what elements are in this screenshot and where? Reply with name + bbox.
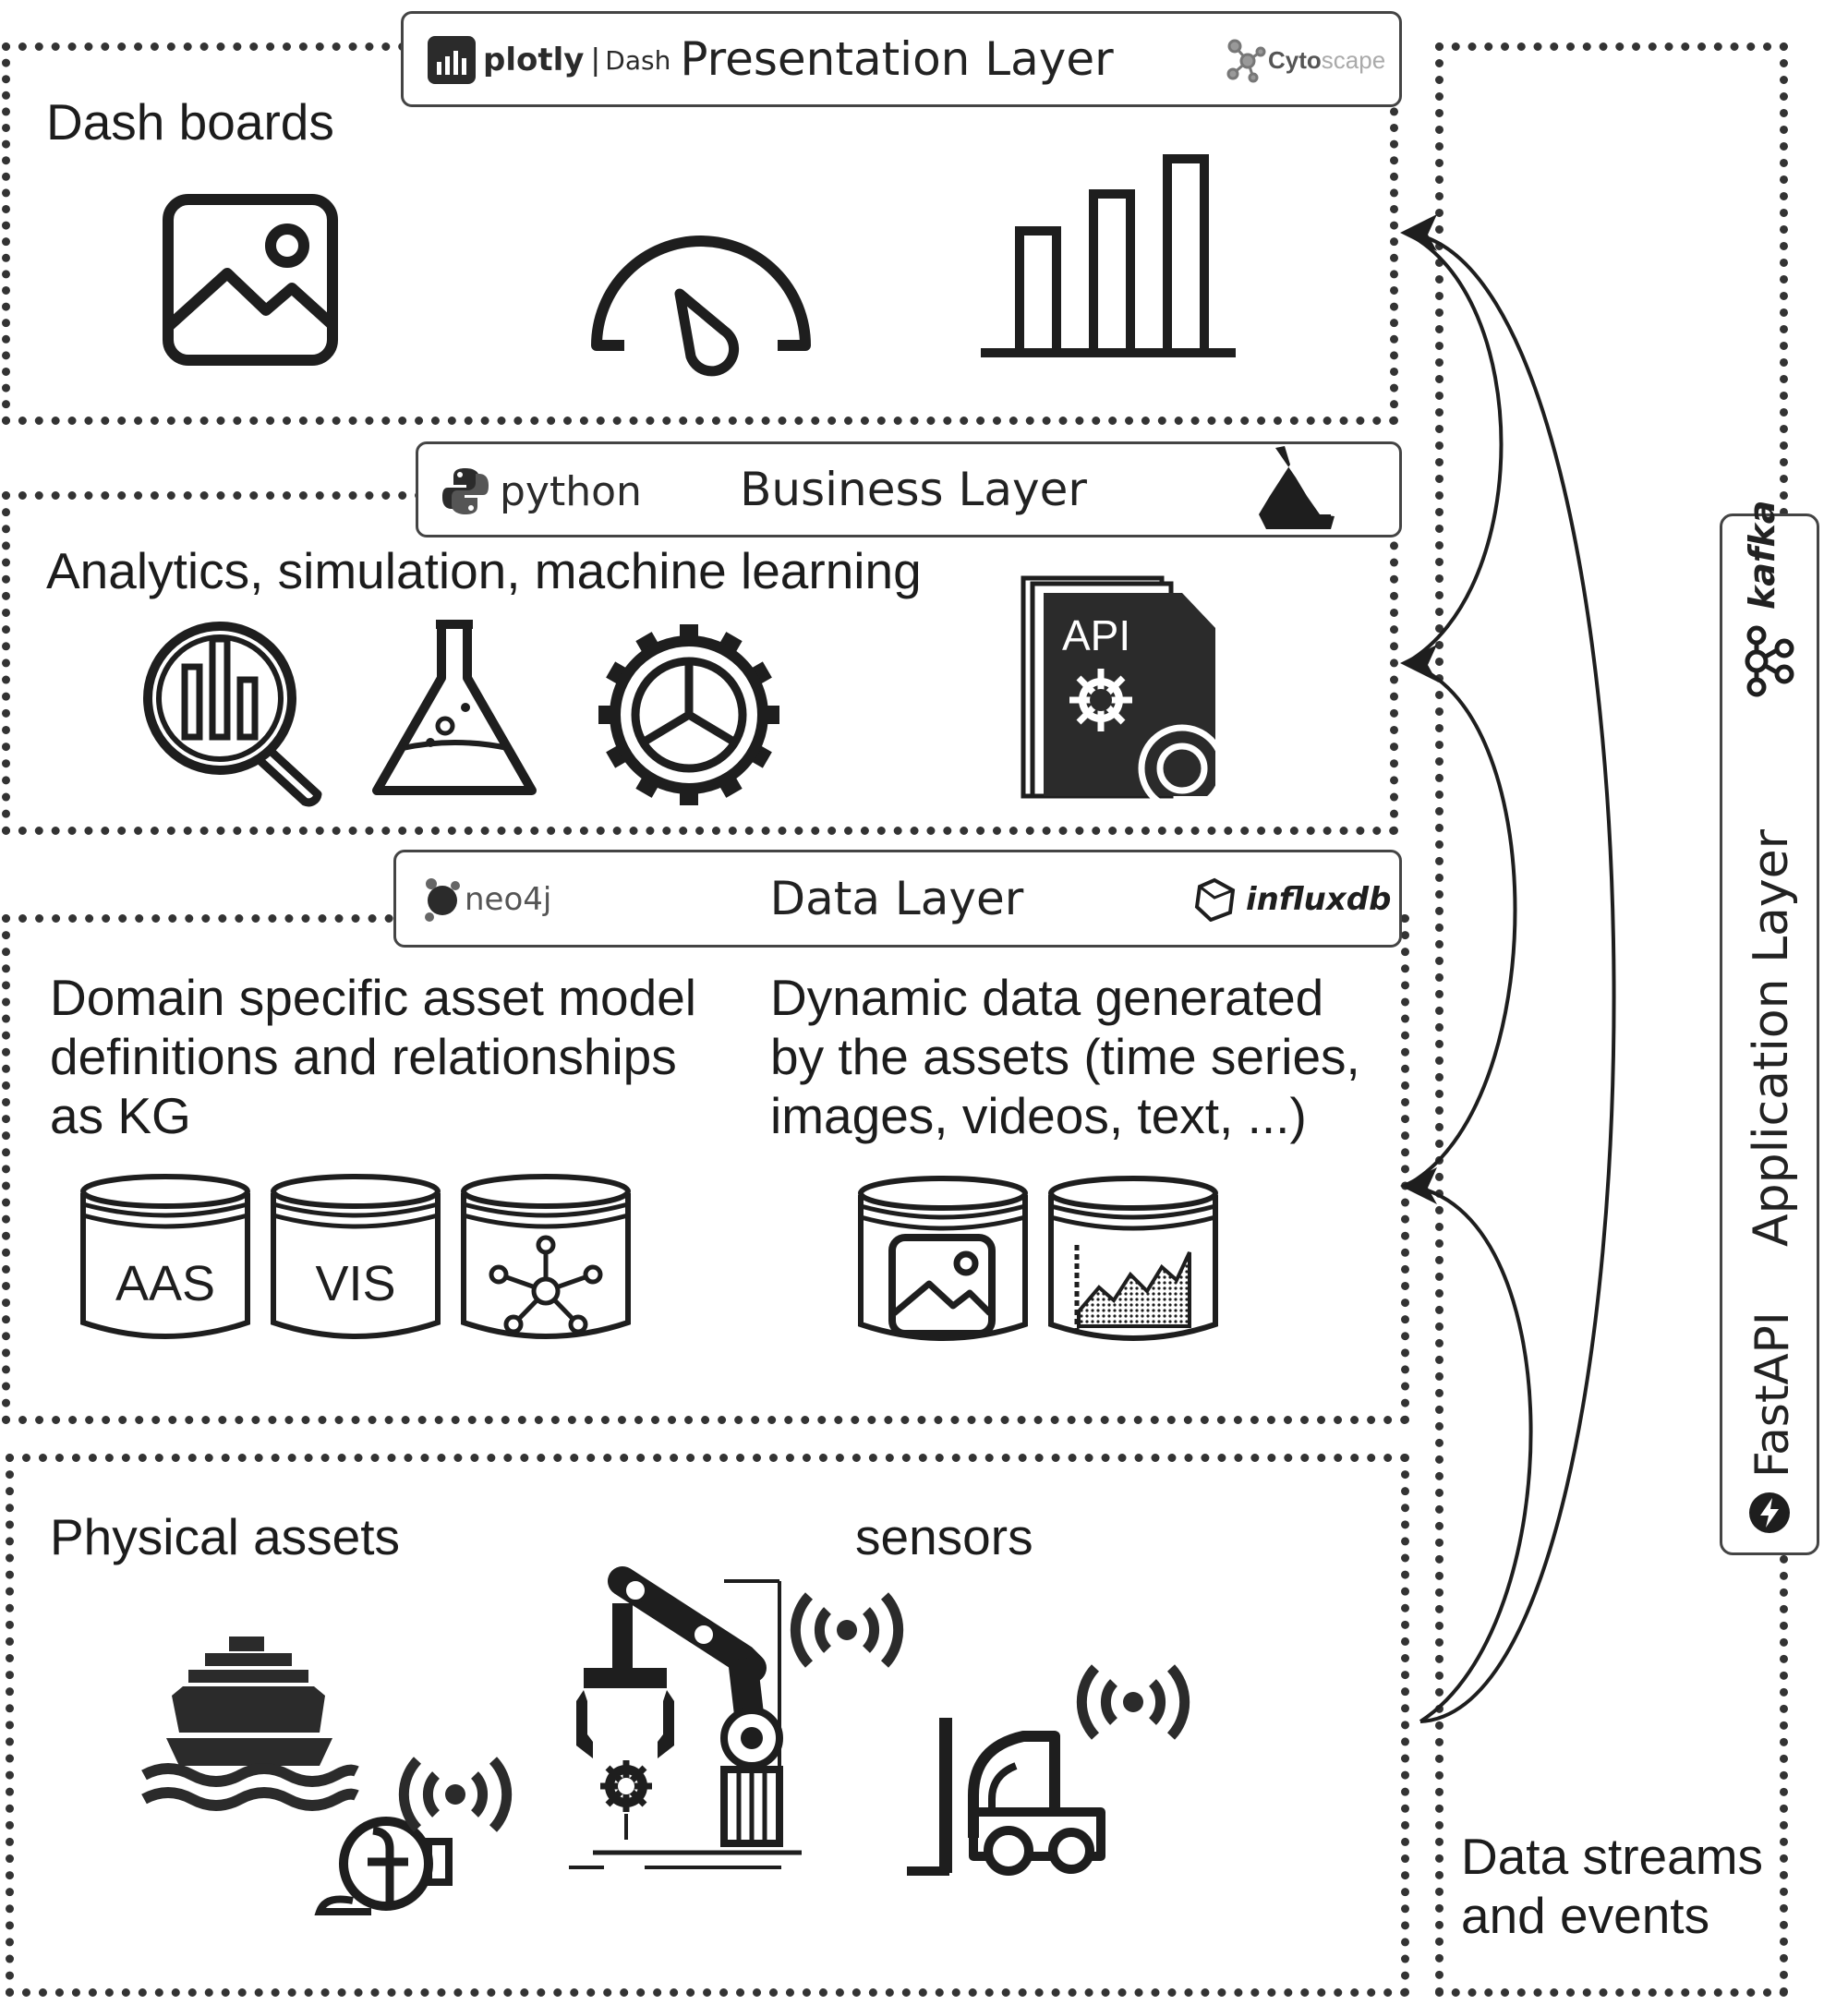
signal-icon [398, 1755, 513, 1834]
bar-chart-icon [981, 153, 1236, 360]
python-logo: python [441, 466, 642, 516]
plotly-icon [428, 36, 476, 84]
aas-label: AAS [115, 1256, 215, 1311]
physical-assets-caption: Physical assets [50, 1508, 401, 1565]
plotly-dash-logo: plotly | Dash [428, 36, 670, 84]
dashboards-caption: Dash boards [46, 93, 334, 151]
kg-caption: Domain specific asset model definitions … [50, 968, 696, 1145]
signal-icon [1076, 1662, 1190, 1742]
presentation-layer-header: plotly | Dash Presentation Layer Cyto sc… [401, 11, 1402, 107]
graph-database-icon [458, 1173, 634, 1343]
cytoscape-label-a: Cyto [1268, 45, 1322, 74]
sensors-caption: sensors [855, 1508, 1033, 1565]
influxdb-logo: influxdb [1192, 875, 1391, 924]
kafka-logo-icon [1736, 624, 1801, 698]
kg-caption-line: Domain specific asset model [50, 969, 697, 1026]
api-document-icon: API [1020, 574, 1226, 813]
cytoscape-logo: Cyto scape [1226, 36, 1385, 84]
physical-layer-zone [6, 1454, 1409, 1997]
fastapi-logo-icon [1747, 1491, 1792, 1535]
neo4j-label: neo4j [465, 881, 552, 918]
cytoscape-icon [1226, 39, 1266, 83]
plotly-separator: | [591, 42, 600, 78]
data-streams-caption: Data streams and events [1461, 1827, 1763, 1945]
plotly-label: plotly [483, 42, 585, 79]
image-database-icon [855, 1175, 1031, 1345]
api-label: API [1062, 611, 1130, 659]
dynamic-data-caption: Dynamic data generated by the assets (ti… [770, 968, 1360, 1145]
image-icon [163, 194, 338, 366]
data-streams-caption-line: and events [1461, 1887, 1710, 1944]
pump-icon [314, 1805, 454, 1926]
application-layer-title: Application Layer [1744, 828, 1799, 1247]
kafka-label: kafka [1742, 500, 1782, 610]
gauge-icon [587, 227, 815, 377]
neo4j-icon [425, 878, 460, 922]
forklift-icon [900, 1710, 1112, 1878]
dynamic-caption-line: by the assets (time series, [770, 1028, 1360, 1085]
dynamic-caption-line: Dynamic data generated [770, 969, 1324, 1026]
data-streams-caption-line: Data streams [1461, 1828, 1764, 1885]
vis-database-icon: VIS [268, 1173, 443, 1343]
python-icon [442, 468, 489, 514]
flask-icon [369, 617, 539, 802]
data-layer-header: neo4j Data Layer influxdb [393, 850, 1402, 948]
data-layer-title: Data Layer [769, 872, 1024, 925]
presentation-layer-title: Presentation Layer [680, 32, 1114, 86]
business-layer-header: python Business Layer [416, 441, 1402, 537]
influxdb-label: influxdb [1246, 881, 1392, 918]
vis-label: VIS [315, 1256, 395, 1311]
application-layer-bar [1720, 513, 1819, 1555]
lab-flask-logo-icon [1253, 446, 1338, 535]
kg-caption-line: definitions and relationships [50, 1028, 677, 1085]
kg-caption-line: as KG [50, 1087, 191, 1144]
fastapi-label: FastAPI [1745, 1311, 1799, 1478]
ship-icon [139, 1637, 360, 1811]
business-caption: Analytics, simulation, machine learning [46, 542, 922, 599]
neo4j-logo: neo4j [422, 876, 551, 923]
influxdb-icon [1194, 877, 1236, 922]
gear-chart-icon [597, 622, 781, 807]
signal-icon [790, 1590, 904, 1670]
aas-database-icon: AAS [78, 1173, 253, 1343]
timeseries-database-icon [1045, 1175, 1221, 1345]
dynamic-caption-line: images, videos, text, ...) [770, 1087, 1307, 1144]
robot-arm-icon [567, 1566, 811, 1873]
dash-label: Dash [605, 44, 671, 76]
python-label: python [500, 467, 642, 515]
business-layer-title: Business Layer [740, 463, 1087, 516]
analytics-search-icon [142, 621, 332, 807]
cytoscape-label-b: scape [1321, 45, 1386, 74]
network-graph-icon [489, 1235, 603, 1335]
